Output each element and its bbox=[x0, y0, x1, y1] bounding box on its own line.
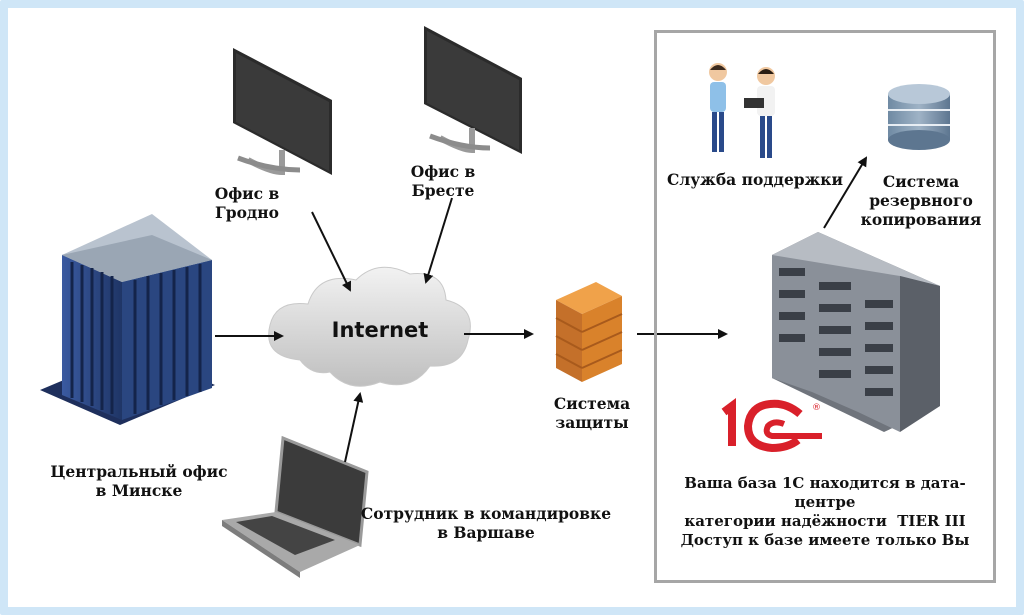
firewall-icon bbox=[555, 282, 623, 382]
1c-logo-icon: ® bbox=[721, 398, 822, 453]
label-warsaw-line2: в Варшаве bbox=[437, 523, 535, 542]
label-backup-line2: резервного bbox=[869, 191, 973, 210]
label-minsk-line1: Центральный офис bbox=[50, 462, 228, 481]
datacenter-note-line2: категории надёжности TIER III bbox=[684, 512, 966, 530]
internet-label: Internet bbox=[331, 318, 429, 342]
label-support: Служба поддержки bbox=[666, 170, 843, 189]
datacenter-note-line1: Ваша база 1С находится в дата-центре bbox=[684, 474, 966, 511]
label-brest-line2: Бресте bbox=[411, 181, 475, 200]
label-backup-line1: Система bbox=[882, 172, 960, 191]
label-grodno-line1: Офис в bbox=[214, 184, 280, 203]
monitor-grodno-icon bbox=[233, 48, 332, 176]
label-backup-line3: копирования bbox=[860, 210, 982, 229]
label-grodno: Офис в Гродно bbox=[192, 184, 302, 222]
datacenter-note: Ваша база 1С находится в дата-центре кат… bbox=[660, 474, 990, 550]
support-team-icon bbox=[709, 63, 775, 158]
label-minsk-line2: в Минске bbox=[95, 481, 183, 500]
datacenter-note-line3: Доступ к базе имеете только Вы bbox=[680, 531, 970, 549]
internet-cloud-icon bbox=[268, 266, 471, 387]
connection-arrows bbox=[215, 156, 868, 463]
label-warsaw: Сотрудник в командировке в Варшаве bbox=[356, 504, 616, 542]
label-firewall: Система защиты bbox=[538, 394, 646, 432]
label-firewall-line2: защиты bbox=[555, 413, 629, 432]
label-firewall-line1: Система bbox=[553, 394, 631, 413]
label-backup: Система резервного копирования bbox=[856, 172, 986, 229]
label-warsaw-line1: Сотрудник в командировке bbox=[360, 504, 612, 523]
label-minsk: Центральный офис в Минске bbox=[24, 462, 254, 500]
laptop-icon bbox=[222, 435, 369, 578]
label-brest: Офис в Бресте bbox=[388, 162, 498, 200]
datacenter-box bbox=[654, 30, 996, 583]
label-grodno-line2: Гродно bbox=[215, 203, 279, 222]
monitor-brest-icon bbox=[424, 26, 522, 154]
office-building-icon bbox=[40, 214, 215, 425]
registered-mark: ® bbox=[812, 403, 821, 413]
server-racks-icon bbox=[772, 232, 940, 432]
label-brest-line1: Офис в bbox=[410, 162, 476, 181]
database-icon bbox=[888, 84, 950, 150]
